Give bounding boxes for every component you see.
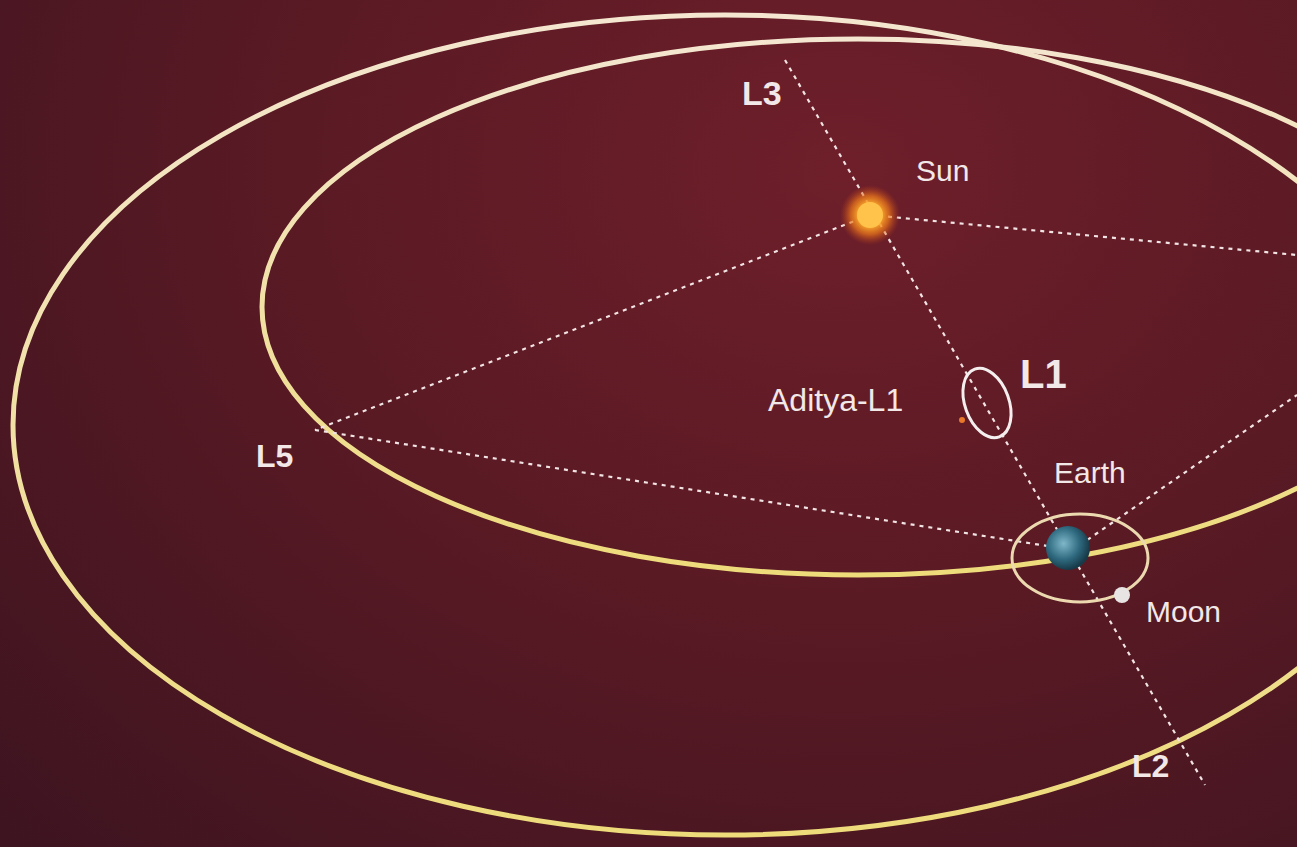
halo-orbit [954, 362, 1020, 445]
point-label: L1 [1020, 354, 1067, 394]
point-label: L5 [256, 440, 293, 472]
body-label: Earth [1054, 458, 1126, 488]
spacecraft-label: Aditya-L1 [768, 384, 903, 416]
dotted-lines [315, 60, 1297, 785]
aditya-spacecraft [959, 417, 965, 423]
earth [1046, 526, 1090, 570]
outer-orbit [13, 15, 1297, 835]
earth-orbit [262, 39, 1297, 575]
point-label: L3 [742, 76, 782, 110]
body-label: Sun [916, 156, 969, 186]
point-label: L2 [1132, 750, 1169, 782]
moon [1114, 587, 1130, 603]
moon-orbit [1012, 514, 1148, 602]
body-label: Moon [1146, 597, 1221, 627]
sun [840, 185, 900, 245]
